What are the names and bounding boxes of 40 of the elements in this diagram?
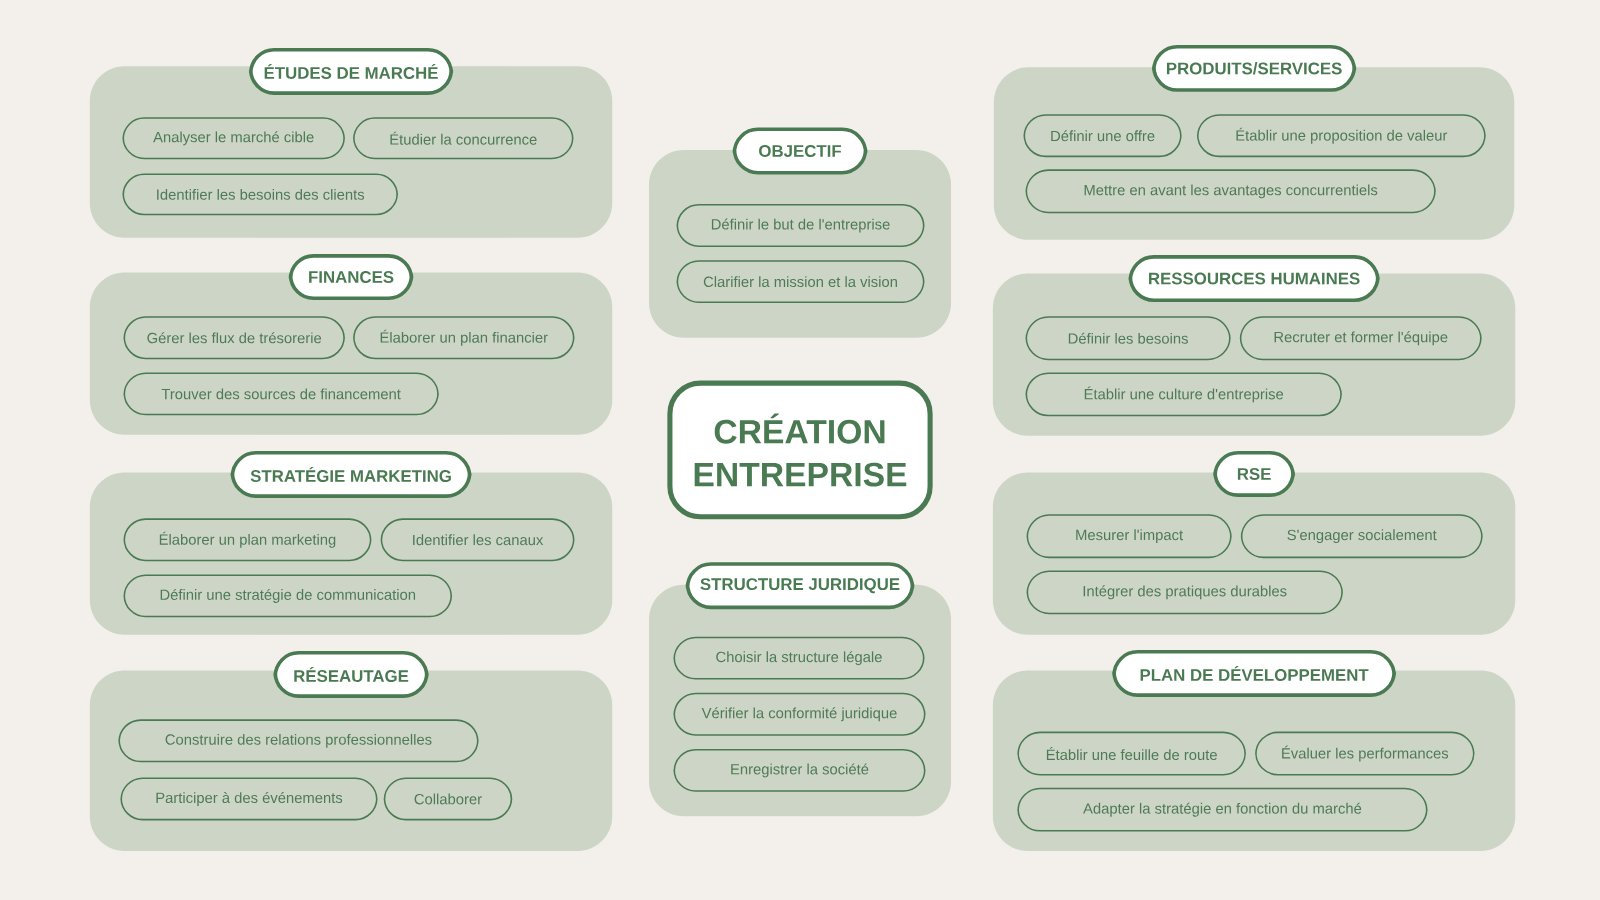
item-pill: Établir une proposition de valeur [1196,114,1486,158]
item-pill: Clarifier la mission et la vision [676,260,925,304]
item-pill: Analyser le marché cible [122,117,345,160]
item-pill: Trouver des sources de financement [123,372,439,416]
item-pill: Établir une culture d'entreprise [1025,372,1342,417]
item-pill: Étudier la concurrence [353,117,574,160]
item-pill: Choisir la structure légale [673,636,925,680]
item-pill: Gérer les flux de trésorerie [123,316,345,360]
heading-pill: RESSOURCES HUMAINES [1128,255,1380,303]
item-pill: Vérifier la conformité juridique [673,692,926,736]
heading-pill: FINANCES [288,254,414,300]
item-pill: Évaluer les performances [1255,731,1475,776]
item-pill: S'engager socialement [1240,514,1483,559]
central-box: CRÉATION ENTREPRISE [667,380,933,520]
item-pill: Élaborer un plan financier [353,316,575,360]
heading-pill: STRATÉGIE MARKETING [230,451,472,498]
item-pill: Définir le but de l'entreprise [676,204,925,247]
heading-pill: ÉTUDES DE MARCHÉ [249,47,454,95]
item-pill: Définir les besoins [1025,316,1231,361]
item-pill: Définir une offre [1023,114,1182,158]
item-pill: Adapter la stratégie en fonction du marché [1017,787,1428,832]
heading-pill: RSE [1213,451,1295,497]
item-pill: Mettre en avant les avantages concurrentiels [1025,169,1436,214]
heading-pill: STRUCTURE JURIDIQUE [685,562,915,610]
item-pill: Recruter et former l'équipe [1239,316,1482,361]
item-pill: Établir une feuille de route [1017,731,1246,776]
item-pill: Participer à des événements [120,777,378,821]
item-pill: Intégrer des pratiques durables [1026,570,1343,615]
item-pill: Construire des relations professionnelles [118,719,479,763]
item-pill: Définir une stratégie de communication [123,574,453,618]
item-pill: Mesurer l'impact [1026,514,1232,559]
heading-pill: PRODUITS/SERVICES [1152,44,1357,92]
item-pill: Collaborer [383,777,513,821]
heading-pill: PLAN DE DÉVELOPPEMENT [1112,650,1396,697]
item-pill: Élaborer un plan marketing [123,518,372,562]
item-pill: Identifier les besoins des clients [122,173,398,216]
heading-pill: OBJECTIF [732,127,868,175]
item-pill: Enregistrer la société [673,748,926,792]
heading-pill: RÉSEAUTAGE [273,651,429,698]
item-pill: Identifier les canaux [380,518,575,562]
